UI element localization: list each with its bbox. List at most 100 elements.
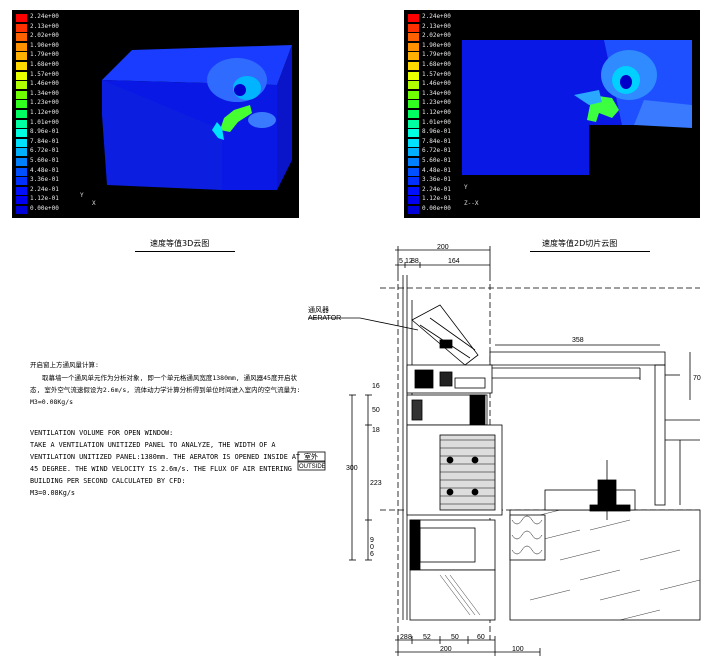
legend-value: 4.48e-01	[30, 166, 59, 174]
legend-value: 0.00e+00	[30, 205, 59, 212]
legend-value: 8.96e-01	[422, 128, 451, 136]
legend-entry: 2.24e-01	[16, 186, 76, 195]
legend-entry: 1.79e+00	[408, 51, 468, 61]
outside-label-cn: 室外	[304, 452, 318, 461]
dim-bottom-52: 52	[423, 634, 431, 641]
legend-entry: 1.12e+00	[408, 109, 468, 118]
legend-entry: 1.01e+00	[408, 119, 468, 128]
legend-value: 4.48e-01	[422, 166, 451, 174]
legend-entry: 2.24e+00	[408, 13, 468, 22]
legend-entry: 8.96e-01	[408, 128, 468, 138]
legend-entry: 1.23e+00	[408, 99, 468, 109]
legend-value: 1.34e+00	[30, 89, 59, 97]
legend-swatch	[16, 138, 27, 147]
legend-entry: 2.02e+00	[16, 32, 76, 42]
legend-value: 1.68e+00	[30, 61, 59, 68]
axis-x-label: Z--X	[464, 200, 479, 207]
dim-top-200: 200	[437, 244, 449, 251]
legend-entry: 1.57e+00	[16, 71, 76, 80]
contour-3d-render	[102, 45, 292, 190]
legend-swatch	[408, 100, 419, 109]
legend-swatch	[16, 52, 27, 61]
outside-label-en: OUTSIDE	[299, 464, 326, 470]
legend-swatch	[408, 206, 419, 214]
dim-9: 9	[370, 537, 374, 544]
note-en-line: VENTILATION UNITIZED PANEL:1380mm. THE A…	[30, 453, 301, 461]
legend-value: 1.57e+00	[30, 70, 59, 78]
legend-entry: 1.46e+00	[16, 80, 76, 90]
legend-swatch	[408, 33, 419, 42]
contour-2d-render	[462, 40, 692, 175]
dim-12: 12	[405, 258, 413, 265]
legend-swatch	[16, 177, 27, 186]
legend-value: 1.12e-01	[30, 195, 59, 203]
legend-entry: 8.96e-01	[16, 128, 76, 138]
legend-value: 1.79e+00	[422, 51, 451, 59]
note-cn-title: 开启窗上方通风量计算:	[30, 361, 99, 369]
legend-value: 1.23e+00	[422, 99, 451, 107]
legend-swatch	[408, 196, 419, 205]
dim-358: 358	[572, 337, 584, 344]
legend-value: 5.60e-01	[422, 157, 451, 164]
legend-entry: 4.48e-01	[408, 167, 468, 176]
legend-swatch	[16, 148, 27, 157]
legend-value: 1.46e+00	[422, 80, 451, 88]
legend-swatch	[408, 81, 419, 90]
dim-223: 223	[370, 480, 382, 487]
dim-70: 70	[693, 375, 701, 382]
legend-value: 2.02e+00	[30, 32, 59, 40]
dim-164: 164	[448, 258, 460, 265]
legend-swatch	[16, 23, 27, 32]
legend-entry: 5.60e-01	[16, 157, 76, 166]
legend-value: 6.72e-01	[30, 147, 59, 155]
legend-swatch	[408, 14, 419, 22]
legend-swatch	[16, 71, 27, 80]
legend-swatch	[408, 129, 419, 138]
legend-entry: 6.72e-01	[16, 147, 76, 157]
legend-swatch	[16, 186, 27, 195]
legend-value: 2.24e+00	[422, 13, 451, 20]
legend-entry: 1.12e-01	[16, 195, 76, 205]
dim-0: 0	[370, 544, 374, 551]
note-en-line: M3=0.08Kg/s	[30, 489, 76, 497]
dim-bottom-8: 8	[408, 634, 412, 641]
legend-entry: 1.68e+00	[16, 61, 76, 70]
legend-entry: 1.34e+00	[408, 90, 468, 99]
legend-entry: 2.24e+00	[16, 13, 76, 22]
legend-value: 7.84e-01	[422, 137, 451, 145]
legend-swatch	[408, 52, 419, 61]
legend-swatch	[408, 23, 419, 32]
dim-bottom-50: 50	[451, 634, 459, 641]
dim-88: 88	[411, 258, 419, 265]
legend-swatch	[16, 110, 27, 118]
legend-entry: 1.46e+00	[408, 80, 468, 90]
aerator-label-cn: 通风器	[308, 305, 329, 314]
legend-value: 1.01e+00	[422, 118, 451, 126]
legend-value: 1.90e+00	[30, 41, 59, 49]
legend-entry: 7.84e-01	[16, 138, 76, 147]
caption-underline	[530, 251, 650, 252]
legend-swatch	[16, 129, 27, 138]
legend-swatch	[408, 110, 419, 118]
legend-swatch	[408, 148, 419, 157]
legend-entry: 2.13e+00	[16, 23, 76, 32]
legend-swatch	[16, 206, 27, 214]
legend-swatch	[16, 100, 27, 109]
legend-value: 1.90e+00	[422, 41, 451, 49]
note-en-line: BUILDING PER SECOND CALCULATED BY CFD:	[30, 477, 186, 485]
legend-swatch	[16, 81, 27, 90]
legend-entry: 1.79e+00	[16, 51, 76, 61]
legend-value: 2.24e-01	[422, 185, 451, 193]
legend-entry: 1.34e+00	[16, 90, 76, 99]
aerator-label-en: AERATOR	[308, 315, 341, 322]
legend-value: 1.23e+00	[30, 99, 59, 107]
dim-16: 16	[372, 383, 380, 390]
legend-swatch	[408, 90, 419, 99]
legend-entry: 1.23e+00	[16, 99, 76, 109]
caption-2d: 速度等值2D切片云图	[542, 239, 618, 248]
legend-entry: 1.12e+00	[16, 109, 76, 118]
legend-entry: 6.72e-01	[408, 147, 468, 157]
